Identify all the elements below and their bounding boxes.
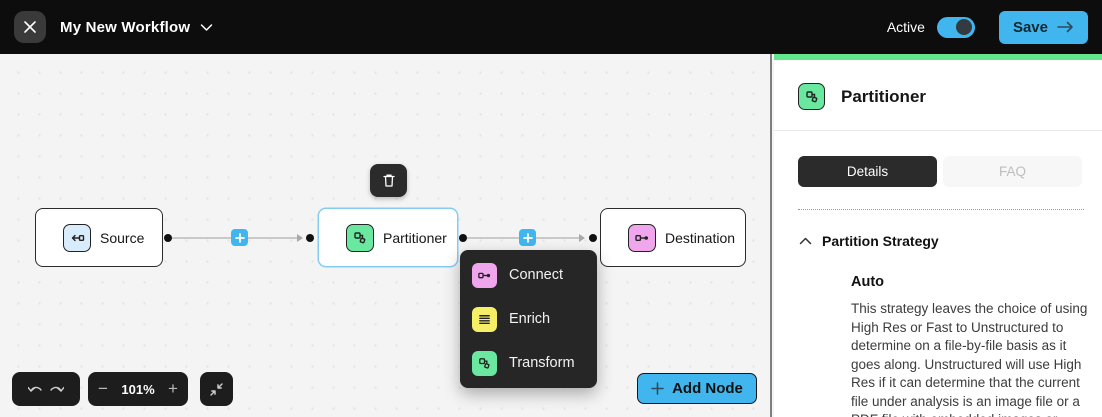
history-controls <box>12 372 80 406</box>
add-node-on-edge-button-active[interactable] <box>519 229 536 246</box>
menu-item-label: Connect <box>509 267 564 283</box>
collapse-view-button[interactable] <box>209 372 224 406</box>
edge-arrowhead <box>297 234 303 242</box>
chevron-up-icon <box>799 237 812 245</box>
node-label: Source <box>100 229 145 246</box>
undo-button[interactable] <box>28 372 45 406</box>
source-icon <box>63 223 91 252</box>
zoom-in-button[interactable]: + <box>158 372 188 406</box>
tab-faq[interactable]: FAQ <box>943 156 1082 187</box>
toggle-knob <box>955 19 972 35</box>
node-label: Partitioner <box>383 229 447 246</box>
edge-arrowhead <box>579 234 585 242</box>
save-button[interactable]: Save <box>998 10 1088 44</box>
destination-input-port[interactable] <box>589 234 597 242</box>
add-node-context-menu: Connect Enrich Transform <box>460 250 597 388</box>
menu-item-transform[interactable]: Transform <box>460 341 597 385</box>
menu-item-label: Transform <box>509 355 575 371</box>
save-label: Save <box>1012 18 1048 36</box>
add-node-button[interactable]: Add Node <box>637 373 757 404</box>
node-source[interactable]: Source <box>35 208 163 267</box>
close-button[interactable] <box>14 11 46 43</box>
strategy-name: Auto <box>851 274 885 290</box>
partitioner-output-port[interactable] <box>459 234 467 242</box>
tab-details[interactable]: Details <box>798 156 937 187</box>
active-toggle[interactable] <box>936 16 975 38</box>
undo-icon <box>28 386 42 392</box>
partitioner-input-port[interactable] <box>306 234 314 242</box>
fit-view-control <box>200 372 233 406</box>
delete-node-button[interactable] <box>370 164 407 197</box>
active-label: Active <box>886 19 925 35</box>
topbar: My New Workflow Active Save <box>0 0 1102 54</box>
partitioner-icon <box>798 83 825 110</box>
details-panel: Partitioner Details FAQ Partition Strate… <box>774 54 1102 417</box>
trash-icon <box>382 173 396 188</box>
partitioner-icon <box>346 223 374 252</box>
dotted-divider <box>798 209 1084 210</box>
panel-accent-bar <box>774 54 1102 60</box>
menu-item-connect[interactable]: Connect <box>460 253 597 297</box>
connect-icon <box>472 262 497 288</box>
panel-title: Partitioner <box>841 86 927 106</box>
close-icon <box>23 20 37 34</box>
panel-tabs: Details FAQ <box>798 156 1082 187</box>
section-title: Partition Strategy <box>822 233 939 249</box>
enrich-icon <box>472 306 497 332</box>
redo-button[interactable] <box>47 372 64 406</box>
redo-icon <box>50 386 64 392</box>
plus-icon <box>651 382 664 395</box>
collapse-icon <box>210 382 223 396</box>
zoom-level: 101% <box>121 381 155 397</box>
menu-item-label: Enrich <box>509 311 551 327</box>
add-node-label: Add Node <box>672 380 743 397</box>
zoom-controls: − 101% + <box>88 372 188 406</box>
workflow-title: My New Workflow <box>60 18 191 36</box>
node-label: Destination <box>665 229 736 246</box>
arrow-right-icon <box>1057 21 1074 33</box>
menu-item-enrich[interactable]: Enrich <box>460 297 597 341</box>
transform-icon <box>472 350 497 376</box>
panel-header: Partitioner <box>798 83 926 110</box>
node-partitioner[interactable]: Partitioner <box>318 208 458 267</box>
strategy-description: This strategy leaves the choice of using… <box>851 301 1088 417</box>
divider <box>774 130 1102 131</box>
destination-icon <box>628 223 656 252</box>
chevron-down-icon[interactable] <box>200 23 213 32</box>
plus-icon <box>234 232 245 243</box>
node-destination[interactable]: Destination <box>600 208 746 267</box>
section-partition-strategy[interactable]: Partition Strategy <box>799 233 939 249</box>
zoom-out-button[interactable]: − <box>88 372 118 406</box>
source-output-port[interactable] <box>164 234 172 242</box>
plus-icon <box>522 232 533 243</box>
add-node-on-edge-button[interactable] <box>231 229 248 246</box>
